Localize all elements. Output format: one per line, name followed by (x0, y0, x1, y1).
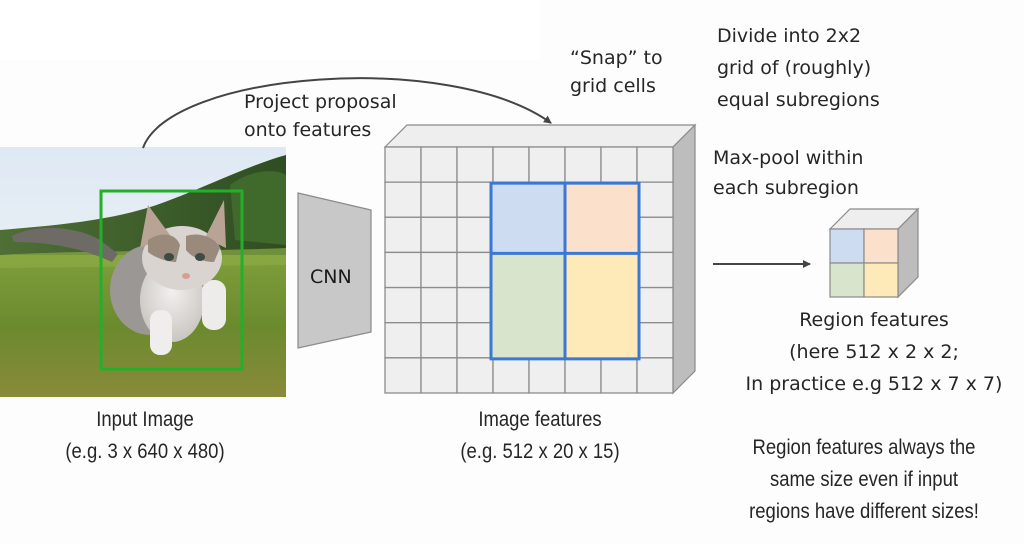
feature-cell (528, 146, 566, 183)
projection-label-line1: Project proposal (244, 91, 397, 113)
feature-cell (420, 357, 458, 394)
feature-map-shape: (e.g. 512 x 20 x 15) (460, 440, 620, 463)
feature-cell (420, 146, 458, 183)
feature-cell (492, 357, 530, 394)
subregion-bottom-left (491, 253, 565, 359)
divide-line1: Divide into 2x2 (717, 25, 862, 47)
cube-cell-top-right (863, 228, 899, 264)
kitten (12, 200, 226, 355)
projection-label-line2: onto features (244, 119, 372, 141)
feature-cell (456, 357, 494, 394)
cube-cell-bottom-right (863, 262, 899, 298)
cube-cell-top-left (829, 228, 865, 264)
feature-cell (528, 357, 566, 394)
subregion-top-right (565, 183, 639, 254)
feature-cell (384, 216, 422, 254)
tree-shape (230, 171, 286, 245)
feature-cell (600, 357, 638, 394)
feature-cell (384, 357, 422, 394)
region-feature-cube (828, 207, 920, 299)
feature-cell (636, 251, 674, 289)
projection-arrow (142, 77, 552, 149)
input-image-title: Input Image (96, 408, 194, 431)
feature-cell (636, 286, 674, 324)
maxpool-line1: Max-pool within (713, 147, 864, 169)
feature-map-side-face (672, 123, 696, 395)
feature-cell (456, 286, 494, 324)
feature-cell (456, 322, 494, 359)
background-patch (0, 0, 540, 60)
feature-map (383, 123, 697, 395)
feature-cell (456, 251, 494, 289)
snap-label-line1: “Snap” to (570, 47, 663, 69)
subregion-top-left (491, 183, 565, 254)
input-image-shape: (e.g. 3 x 640 x 480) (65, 440, 225, 463)
feature-map-title: Image features (478, 408, 602, 431)
snap-label-line2: grid cells (570, 75, 656, 97)
region-features-shape: (here 512 x 2 x 2; (789, 341, 959, 363)
feature-cell (420, 216, 458, 254)
feature-cell (384, 251, 422, 289)
feature-cell (600, 146, 638, 183)
feature-cell (420, 286, 458, 324)
subregion-bottom-right (565, 253, 639, 359)
feature-cell (384, 181, 422, 218)
feature-cell (564, 357, 602, 394)
feature-cell (456, 216, 494, 254)
feature-cell (456, 181, 494, 218)
feature-cell (636, 322, 674, 359)
feature-cell (384, 322, 422, 359)
region-features-title: Region features (799, 309, 949, 331)
divide-line2: grid of (roughly) (717, 57, 872, 79)
cnn-block (297, 192, 372, 349)
divide-line3: equal subregions (717, 89, 880, 111)
feature-cell (636, 146, 674, 183)
cnn-label: CNN (310, 266, 352, 288)
input-image (0, 147, 286, 397)
feature-cell (636, 357, 674, 394)
feature-cell (456, 146, 494, 183)
feature-map-top-face (383, 124, 697, 148)
note-line1: Region features always the (752, 436, 976, 459)
note-line2: same size even if input (770, 468, 958, 491)
maxpool-line2: each subregion (713, 177, 859, 199)
cube-cell-bottom-left (829, 262, 865, 298)
feature-cell (420, 322, 458, 359)
feature-cell (492, 146, 530, 183)
proposal-box (99, 189, 244, 371)
feature-cell (384, 146, 422, 183)
feature-cell (564, 146, 602, 183)
region-features-practice: In practice e.g 512 x 7 x 7) (745, 373, 1003, 395)
feature-cell (636, 181, 674, 218)
feature-cell (384, 286, 422, 324)
feature-cell (636, 216, 674, 254)
feature-cell (420, 181, 458, 218)
feature-cell (420, 251, 458, 289)
note-line3: regions have different sizes! (749, 500, 979, 523)
